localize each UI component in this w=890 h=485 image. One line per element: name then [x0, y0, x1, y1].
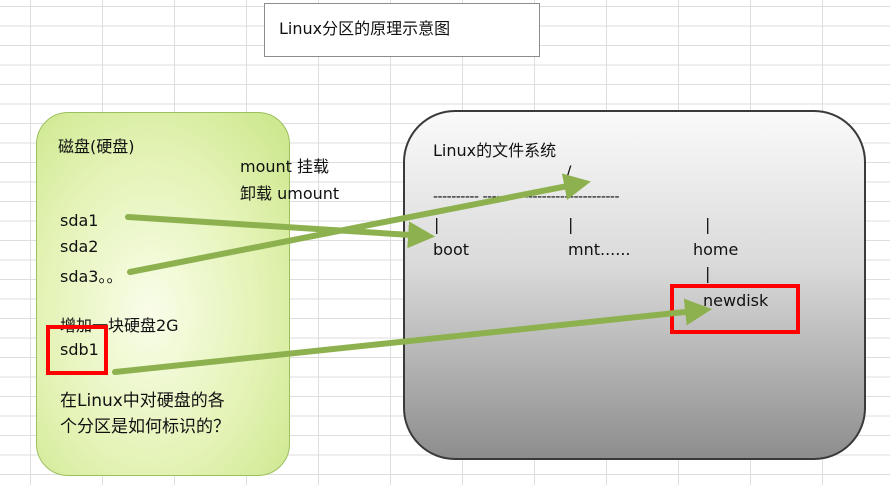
partition-sda2: sda2	[60, 237, 99, 256]
tick-home: |	[705, 215, 711, 234]
tick-mnt: |	[568, 215, 574, 234]
question-line-1: 在Linux中对硬盘的各	[60, 391, 225, 411]
arrow-sda3-to-root	[127, 173, 591, 275]
arrow-sdb1-to-newdisk	[112, 298, 713, 375]
partition-sda1: sda1	[60, 211, 99, 230]
disk-panel	[36, 112, 290, 476]
sdb1-highlight	[46, 325, 108, 375]
diagram-title: Linux分区的原理示意图	[279, 19, 451, 38]
question-line-2: 个分区是如何标识的？	[60, 417, 230, 437]
mount-label: mount 挂载	[240, 157, 330, 176]
arrow-sda1-to-boot	[125, 214, 436, 249]
disk-heading: 磁盘(硬盘)	[58, 137, 135, 156]
dir-mnt: mnt......	[568, 240, 631, 259]
newdisk-highlight	[670, 284, 800, 334]
partition-sda3: sda3。。	[60, 267, 123, 286]
dir-newdisk: newdisk	[703, 291, 769, 310]
dir-boot: boot	[433, 240, 470, 259]
dir-home: home	[693, 240, 739, 259]
title-box: Linux分区的原理示意图	[264, 3, 540, 57]
tick-boot: |	[434, 215, 440, 234]
root-slash: /	[566, 162, 572, 181]
add-disk-note: 增加一块硬盘2G	[60, 316, 179, 335]
umount-label: 卸载 umount	[240, 184, 340, 203]
filesystem-heading: Linux的文件系统	[433, 141, 557, 160]
tick-newdisk: |	[705, 264, 711, 283]
partition-sdb1: sdb1	[60, 340, 99, 359]
